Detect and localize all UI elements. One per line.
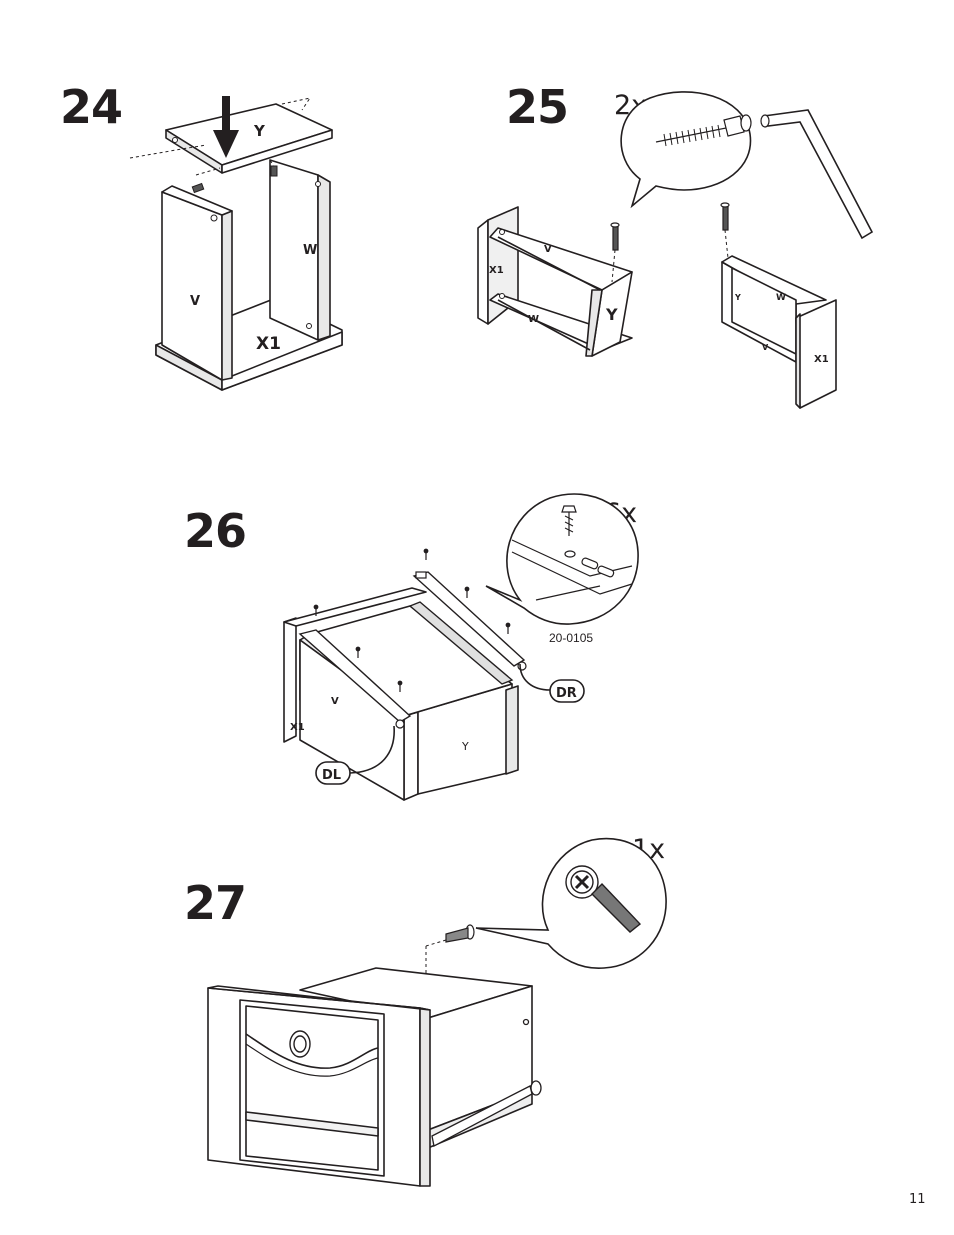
- step-25-label-v-b: V: [762, 343, 769, 352]
- step-25-label-w-b: W: [776, 293, 786, 303]
- step-25-label-x1-b: X1: [814, 354, 829, 365]
- step-26-label-x1: X1: [290, 722, 305, 733]
- step-25-label-y-b: Y: [734, 293, 741, 302]
- step-24-label-top: Y: [253, 122, 266, 140]
- step-24-label-base: X1: [256, 334, 281, 354]
- step-26-number: 26: [184, 504, 247, 558]
- step-25-label-v-a: V: [544, 244, 552, 255]
- step-26-label-y: Y: [461, 740, 469, 753]
- page-number: 11: [909, 1192, 926, 1207]
- step-25-label-w-a: W: [528, 314, 539, 325]
- step-26-label-dr: DR: [556, 686, 577, 701]
- step-25-label-x1-a: X1: [489, 265, 504, 276]
- step-24-label-right: W: [303, 243, 317, 258]
- step-25-label-y-a: Y: [605, 305, 618, 324]
- step-26-part-code: 20-0105: [549, 631, 594, 645]
- step-24-label-left: V: [190, 294, 200, 309]
- step-27-number: 27: [184, 876, 247, 930]
- step-26-label-v: V: [331, 696, 339, 707]
- step-25-number: 25: [506, 80, 569, 134]
- step-26-label-dl: DL: [322, 768, 341, 783]
- step-24-number: 24: [60, 80, 123, 134]
